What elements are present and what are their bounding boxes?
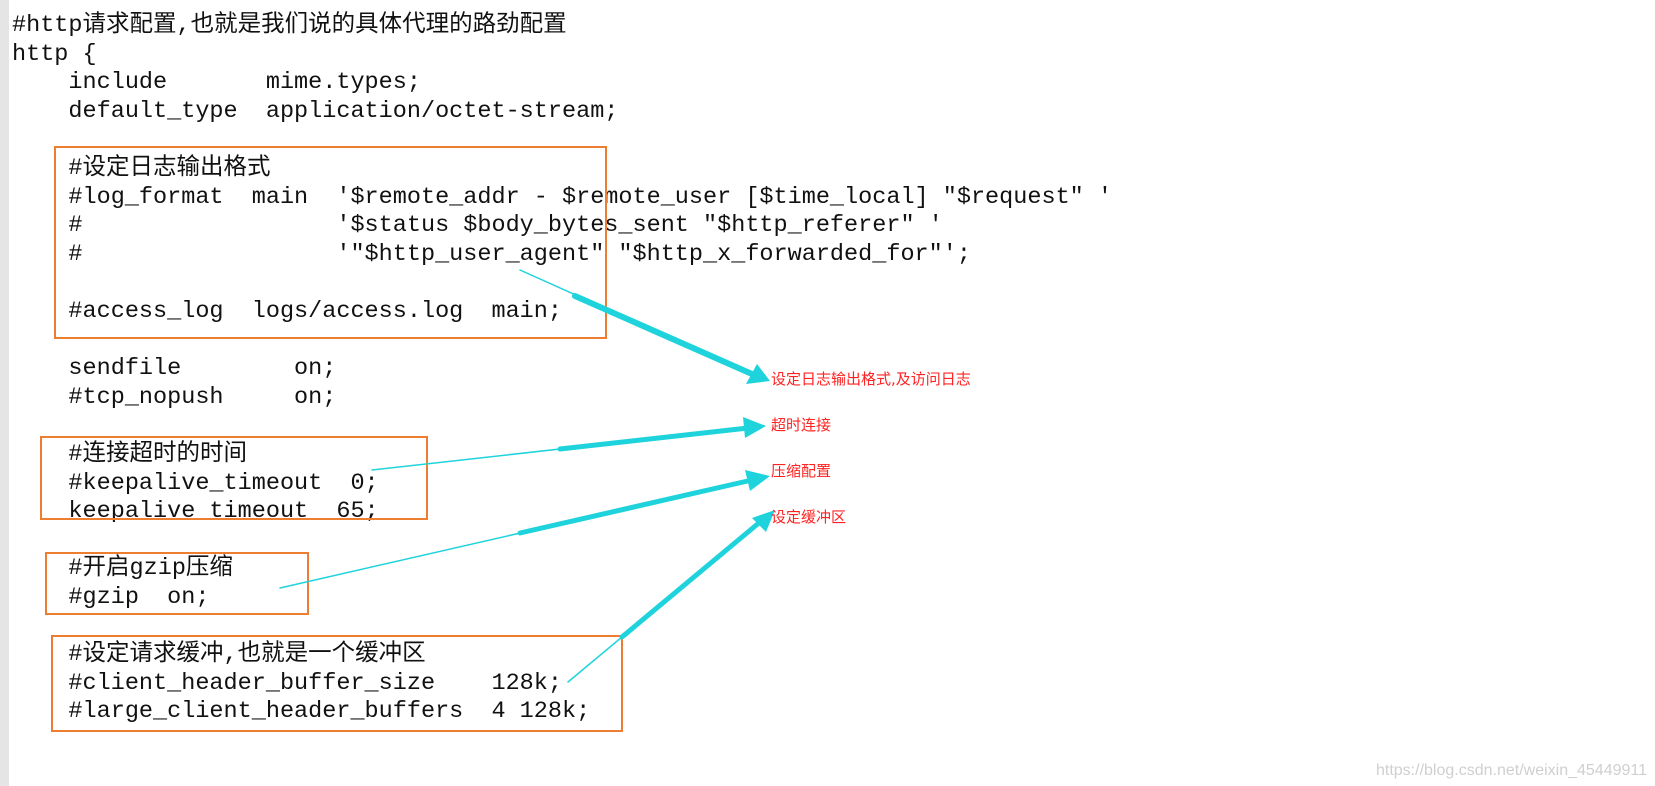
code-line: #设定请求缓冲,也就是一个缓冲区 [12,641,426,669]
code-line: sendfile on; [12,355,337,383]
buffer-highlight-box [51,635,623,732]
code-line: #client_header_buffer_size 128k; [12,669,562,697]
arrowhead-buffer [752,510,775,532]
code-line: http { [12,40,97,68]
code-line: #log_format main '$remote_addr - $remote… [12,183,1112,211]
code-line: #连接超时的时间 [12,441,248,468]
gzip-highlight-box [45,552,309,615]
code-line: #开启gzip压缩 [12,555,233,583]
code-line: # '"$http_user_agent" "$http_x_forwarded… [12,240,971,268]
code-line: #keepalive_timeout 0; [12,469,379,497]
log-format-highlight-box [54,146,607,339]
arrowhead-gzip [745,470,770,491]
code-line: #gzip on; [12,584,210,611]
code-line: default_type application/octet-stream; [12,97,619,125]
watermark: https://blog.csdn.net/weixin_45449911 [1375,762,1647,779]
annotation-log: 设定日志输出格式,及访问日志 [771,370,971,388]
code-line: #http请求配置,也就是我们说的具体代理的路劲配置 [12,12,567,39]
code-line: include mime.types; [12,69,421,97]
annotation-buffer: 设定缓冲区 [771,508,847,526]
arrowhead-timeout [743,417,766,438]
code-line: #设定日志输出格式 [12,155,271,182]
arrowhead-log [746,364,770,384]
code-line: #large_client_header_buffers 4 128k; [12,698,591,726]
annotation-gzip: 压缩配置 [771,462,832,480]
code-line: #access_log logs/access.log main; [12,298,562,325]
code-line: keepalive_timeout 65; [12,498,379,526]
keepalive-highlight-box [40,436,428,520]
code-line: #tcp_nopush on; [12,383,337,411]
left-edge-strip [0,0,9,786]
annotation-timeout: 超时连接 [771,416,832,434]
code-line: # '$status $body_bytes_sent "$http_refer… [12,212,943,240]
